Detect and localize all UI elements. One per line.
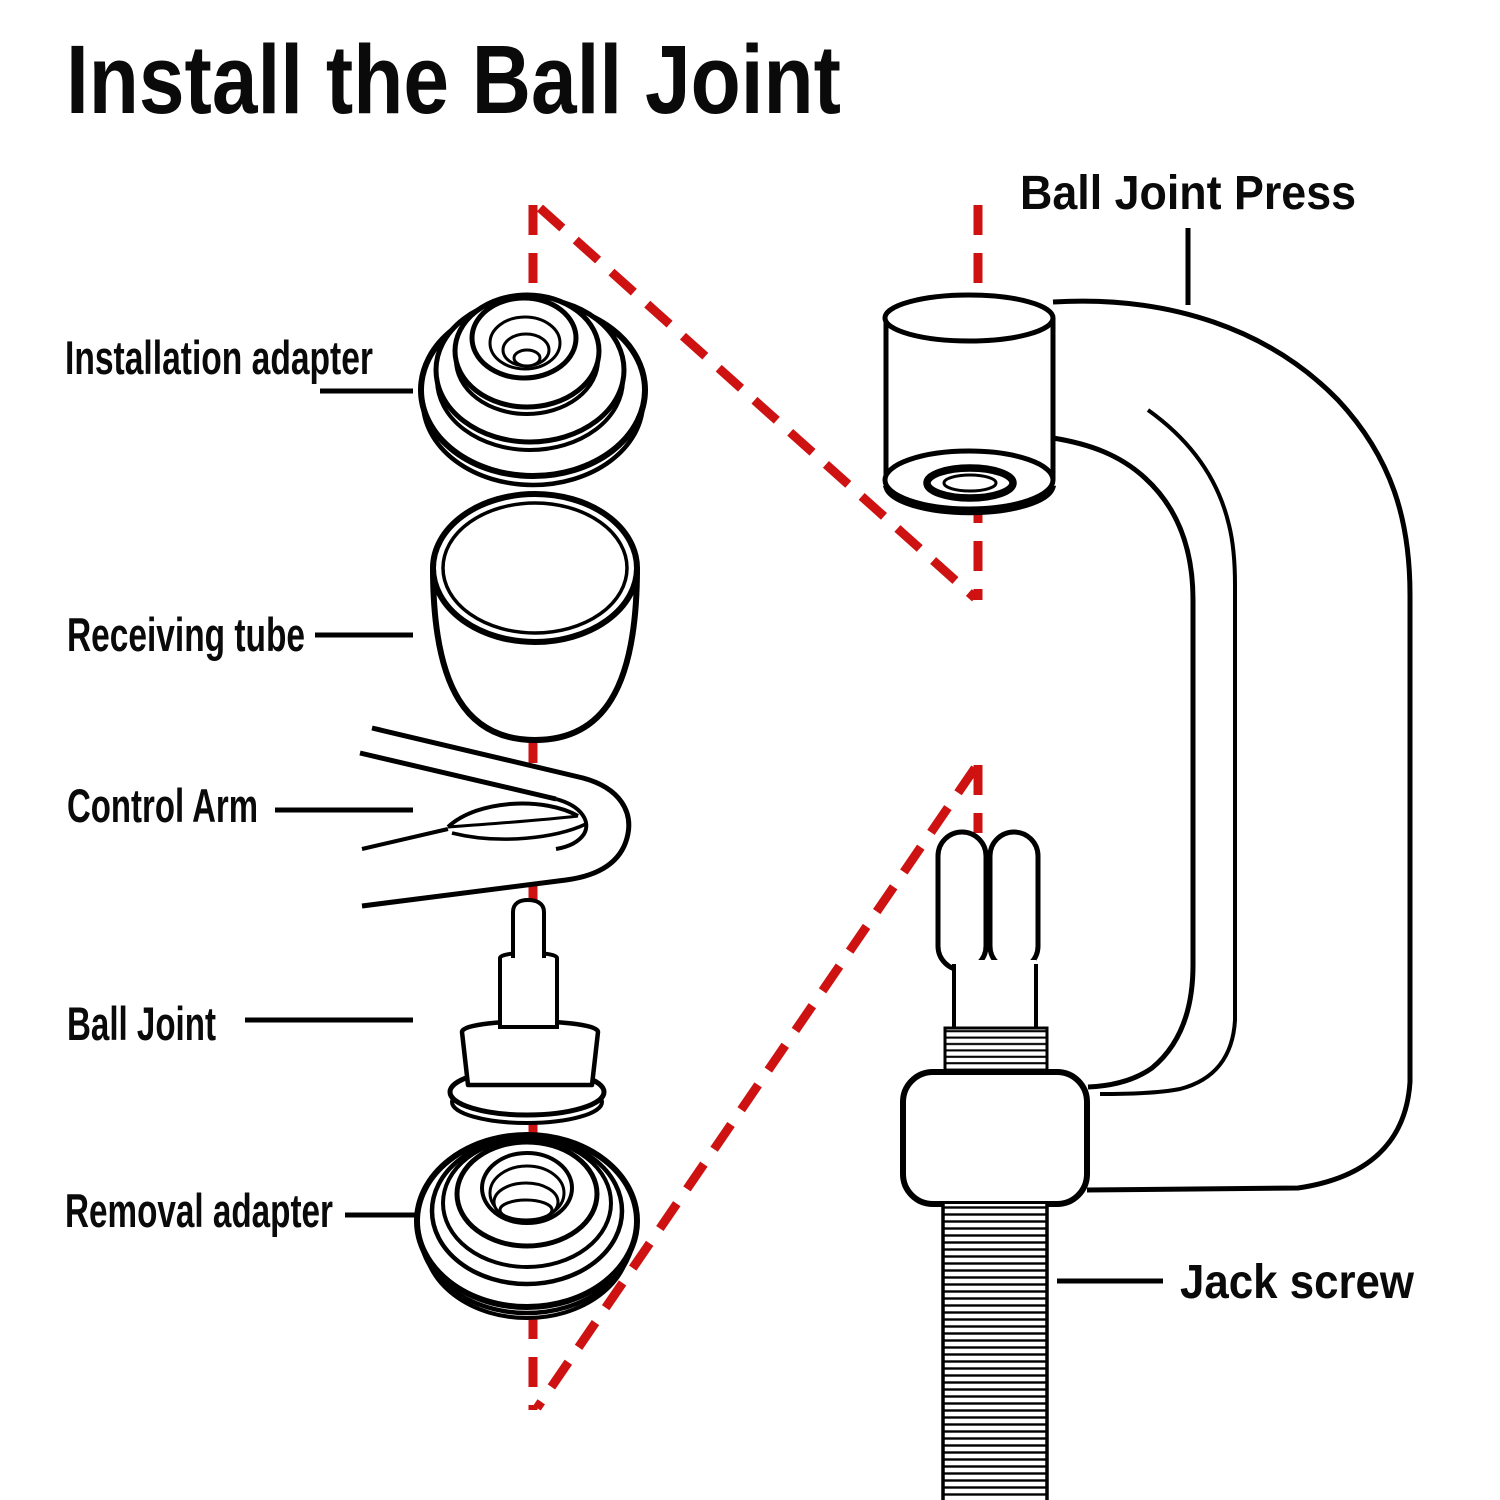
ball-joint-stud bbox=[511, 897, 546, 958]
label-jack-screw: Jack screw bbox=[1180, 1256, 1415, 1309]
label-control-arm: Control Arm bbox=[67, 779, 258, 832]
guide-top-diagonal bbox=[536, 204, 979, 602]
press-frame-inner-edge bbox=[1052, 435, 1196, 1090]
label-receiving-tube: Receiving tube bbox=[67, 608, 305, 661]
guide-bottom-diagonal bbox=[533, 765, 979, 1411]
press-frame-outline bbox=[1052, 298, 1413, 1193]
removal-adapter-drawing bbox=[414, 1132, 640, 1320]
page-title: Install the Ball Joint bbox=[66, 25, 841, 134]
jack-screw-nut-block bbox=[900, 1069, 1090, 1207]
press-frame-fill bbox=[1053, 301, 1410, 1190]
control-arm-hole bbox=[446, 801, 579, 829]
installation-adapter-drawing bbox=[418, 292, 648, 488]
jack-screw-upper-threads bbox=[943, 1026, 1049, 1076]
jack-screw-rod bbox=[941, 1204, 1049, 1500]
press-top-cylinder bbox=[882, 292, 1057, 516]
control-arm-drawing bbox=[359, 725, 632, 909]
ball-joint-drawing bbox=[447, 897, 607, 1125]
ball-joint-press-drawing bbox=[882, 292, 1413, 1500]
jack-screw-assembly bbox=[900, 829, 1090, 1500]
jack-screw-handle-prong-right bbox=[987, 829, 1041, 973]
press-frame-depth-edge bbox=[1099, 408, 1237, 1096]
ball-joint-housing bbox=[459, 1019, 601, 1088]
jack-screw-handle-prong-left bbox=[935, 829, 989, 973]
label-removal-adapter: Removal adapter bbox=[65, 1184, 333, 1237]
label-installation-adapter: Installation adapter bbox=[65, 331, 373, 384]
ball-joint-neck bbox=[498, 950, 559, 1029]
label-pointer-lines bbox=[245, 228, 1191, 1284]
receiving-tube-drawing bbox=[430, 491, 640, 744]
press-cylinder-hole bbox=[923, 464, 1017, 502]
label-ball-joint-press: Ball Joint Press bbox=[1020, 167, 1356, 220]
label-ball-joint: Ball Joint bbox=[67, 997, 216, 1050]
